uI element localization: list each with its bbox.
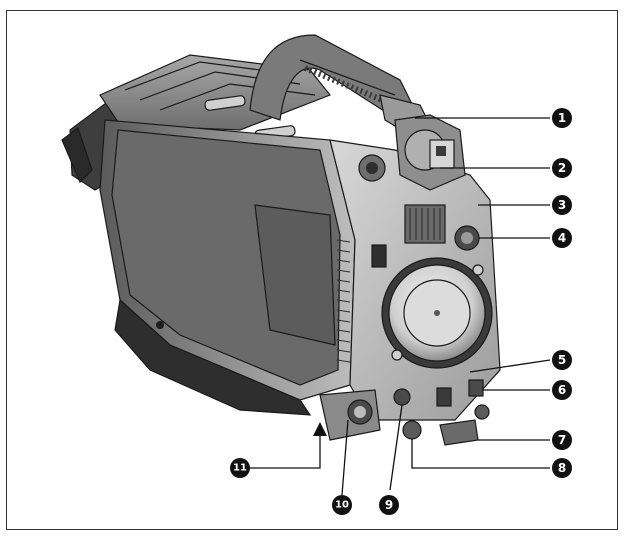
callout-2-badge <box>552 158 572 178</box>
callout-5: 5 <box>552 350 572 370</box>
front-top-module <box>358 114 466 191</box>
callout-9: 9 <box>379 495 399 515</box>
callout-8: 8 <box>552 458 572 478</box>
lens-mount <box>381 257 493 369</box>
callout-1: 1 <box>552 108 572 128</box>
leader-lines <box>250 117 551 496</box>
callout-11-number: 11 <box>233 463 247 474</box>
callout-7: 7 <box>552 430 572 450</box>
callout-3-number: 3 <box>558 198 566 212</box>
callout-3: 3 <box>552 195 572 215</box>
callout-1-number: 1 <box>558 111 566 125</box>
callout-6-number: 6 <box>558 383 566 397</box>
callout-4-badge <box>552 228 572 248</box>
callout-9-number: 9 <box>385 498 393 512</box>
front-knob <box>454 225 480 251</box>
callout-2-number: 2 <box>558 161 566 175</box>
callout-6: 6 <box>552 380 572 400</box>
callout-11-badge <box>230 458 250 478</box>
callout-2: 2 <box>552 158 572 178</box>
shoulder-pad <box>114 298 312 416</box>
callout-7-number: 7 <box>558 433 566 447</box>
callout-5-badge <box>552 350 572 370</box>
carrying-handle <box>249 34 431 136</box>
callout-11: 11 <box>230 458 250 478</box>
callout-10: 10 <box>332 495 352 515</box>
callout-1-badge <box>552 108 572 128</box>
lower-connectors <box>319 379 490 446</box>
callout-8-number: 8 <box>558 461 566 475</box>
callout-6-badge <box>552 380 572 400</box>
callout-7-badge <box>552 430 572 450</box>
callout-3-badge <box>552 195 572 215</box>
callout-10-number: 10 <box>335 500 349 511</box>
callout-4: 4 <box>552 228 572 248</box>
callout-5-number: 5 <box>558 353 566 367</box>
side-body <box>99 119 356 401</box>
callout-4-number: 4 <box>558 231 566 245</box>
callout-8-badge <box>552 458 572 478</box>
callout-10-badge <box>332 495 352 515</box>
callout-9-badge <box>379 495 399 515</box>
